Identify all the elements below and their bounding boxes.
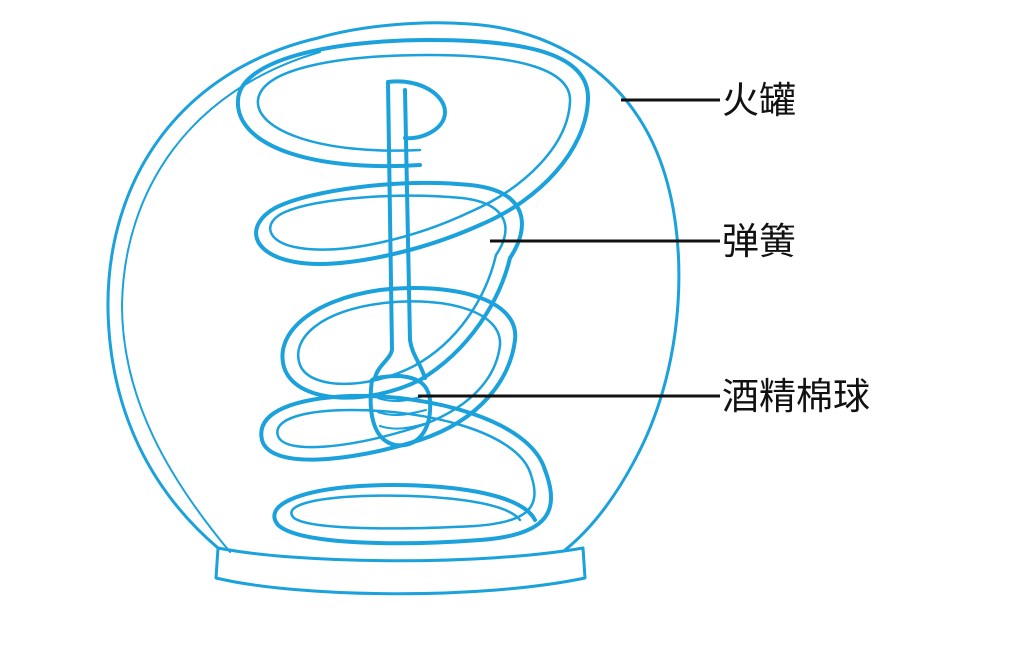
jar-base <box>214 546 587 596</box>
cotton-ball-label: 酒精棉球 <box>722 375 870 418</box>
spring-label: 弹簧 <box>722 220 796 263</box>
jar-label: 火罐 <box>722 79 796 122</box>
spring-coil <box>235 38 591 546</box>
holder-rod <box>373 79 447 380</box>
